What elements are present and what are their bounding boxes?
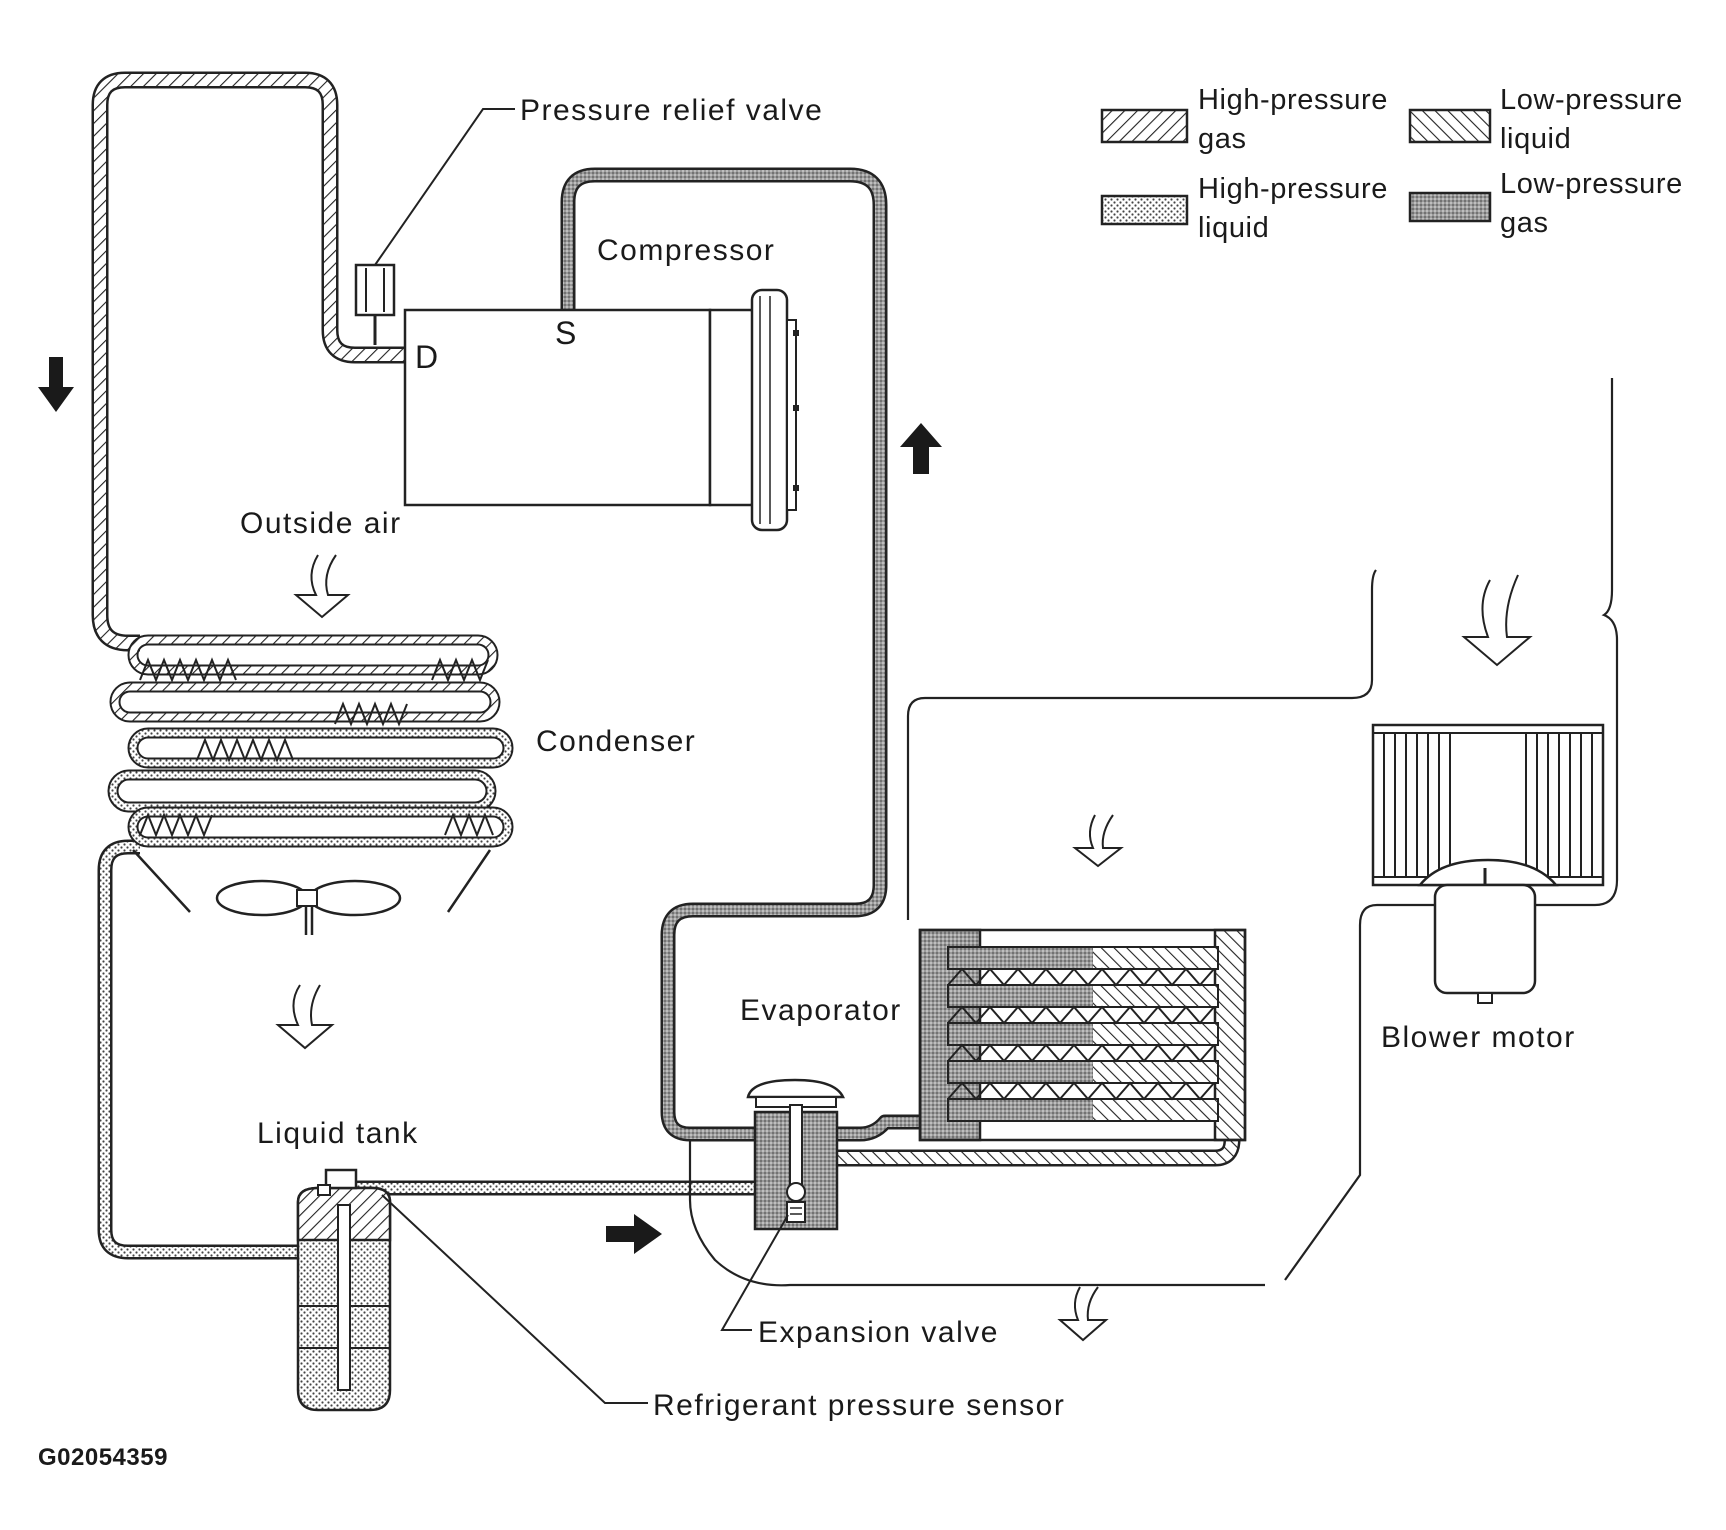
legend-text-low-pressure-gas-2: gas <box>1500 207 1549 239</box>
airflow-arrow-condenser-out-icon <box>275 984 335 1050</box>
airflow-arrow-outside-air-icon <box>293 554 351 619</box>
compressor <box>403 288 799 532</box>
evaporator-fins <box>947 967 1215 1101</box>
label-evaporator: Evaporator <box>740 994 902 1027</box>
legend-text-low-pressure-liquid-2: liquid <box>1500 123 1571 155</box>
legend-item-low-pressure-liquid: Low-pressure liquid <box>1408 84 1683 155</box>
label-outside-air: Outside air <box>240 507 402 540</box>
condenser-fins <box>139 657 494 838</box>
legend-swatch-low-pressure-liquid <box>1408 108 1492 144</box>
legend-item-high-pressure-liquid: High-pressure liquid <box>1100 173 1388 244</box>
refrigerant-pressure-sensor <box>324 1168 358 1190</box>
legend-item-high-pressure-gas: High-pressure gas <box>1100 84 1388 155</box>
label-condenser: Condenser <box>536 725 696 758</box>
legend-item-low-pressure-gas: Low-pressure gas <box>1408 168 1683 239</box>
legend-swatch-high-pressure-gas <box>1100 108 1189 144</box>
flow-arrow-right-icon <box>606 1214 662 1254</box>
flow-arrow-down-icon <box>38 357 74 412</box>
legend-swatch-low-pressure-gas <box>1408 191 1492 223</box>
evaporator <box>918 928 1247 1142</box>
evaporator-tubes <box>947 946 1219 1122</box>
pressure-relief-valve <box>354 263 396 345</box>
hvac-case-right-wall <box>1284 378 1619 1281</box>
leader-refrigerant-pressure-sensor <box>381 1194 648 1404</box>
hvac-duct-outline <box>688 569 1377 1287</box>
condenser-fan-icon <box>215 879 402 935</box>
blower-fan <box>1371 723 1605 887</box>
figure-code: G02054359 <box>38 1444 168 1471</box>
label-expansion-valve: Expansion valve <box>758 1316 999 1349</box>
condenser-fan-shroud <box>132 849 492 913</box>
legend-text-low-pressure-gas-1: Low-pressure <box>1500 168 1683 200</box>
legend-text-high-pressure-liquid-1: High-pressure <box>1198 173 1388 205</box>
blower-motor <box>1433 868 1537 1004</box>
legend-text-high-pressure-gas-2: gas <box>1198 123 1247 155</box>
airflow-arrow-evaporator-in-icon <box>1072 814 1124 868</box>
condenser-coil <box>107 634 514 848</box>
liquid-tank <box>296 1168 392 1412</box>
legend-text-high-pressure-gas-1: High-pressure <box>1198 84 1388 116</box>
label-suction-port: S <box>555 315 576 351</box>
legend-text-low-pressure-liquid-1: Low-pressure <box>1500 84 1683 116</box>
leader-expansion-valve <box>720 1214 789 1331</box>
expansion-valve <box>746 1078 845 1231</box>
condenser <box>107 634 514 935</box>
label-discharge-port: D <box>415 339 438 375</box>
label-compressor: Compressor <box>597 234 775 267</box>
flow-arrow-up-icon <box>900 423 942 474</box>
label-pressure-relief-valve: Pressure relief valve <box>520 94 823 127</box>
label-blower-motor: Blower motor <box>1381 1021 1576 1054</box>
leader-pressure-relief-valve <box>374 108 515 266</box>
label-refrigerant-pressure-sensor: Refrigerant pressure sensor <box>653 1389 1065 1422</box>
label-liquid-tank: Liquid tank <box>257 1117 419 1150</box>
legend-swatch-high-pressure-liquid <box>1100 194 1189 226</box>
airflow-arrow-evaporator-out-icon <box>1057 1286 1109 1342</box>
pipe-high-pressure-gas-discharge-line <box>91 71 405 652</box>
airflow-arrow-blower-in-icon <box>1461 574 1533 667</box>
legend-text-high-pressure-liquid-2: liquid <box>1198 212 1269 244</box>
legend: High-pressure gas Low-pressure liquid Hi… <box>1100 84 1683 244</box>
